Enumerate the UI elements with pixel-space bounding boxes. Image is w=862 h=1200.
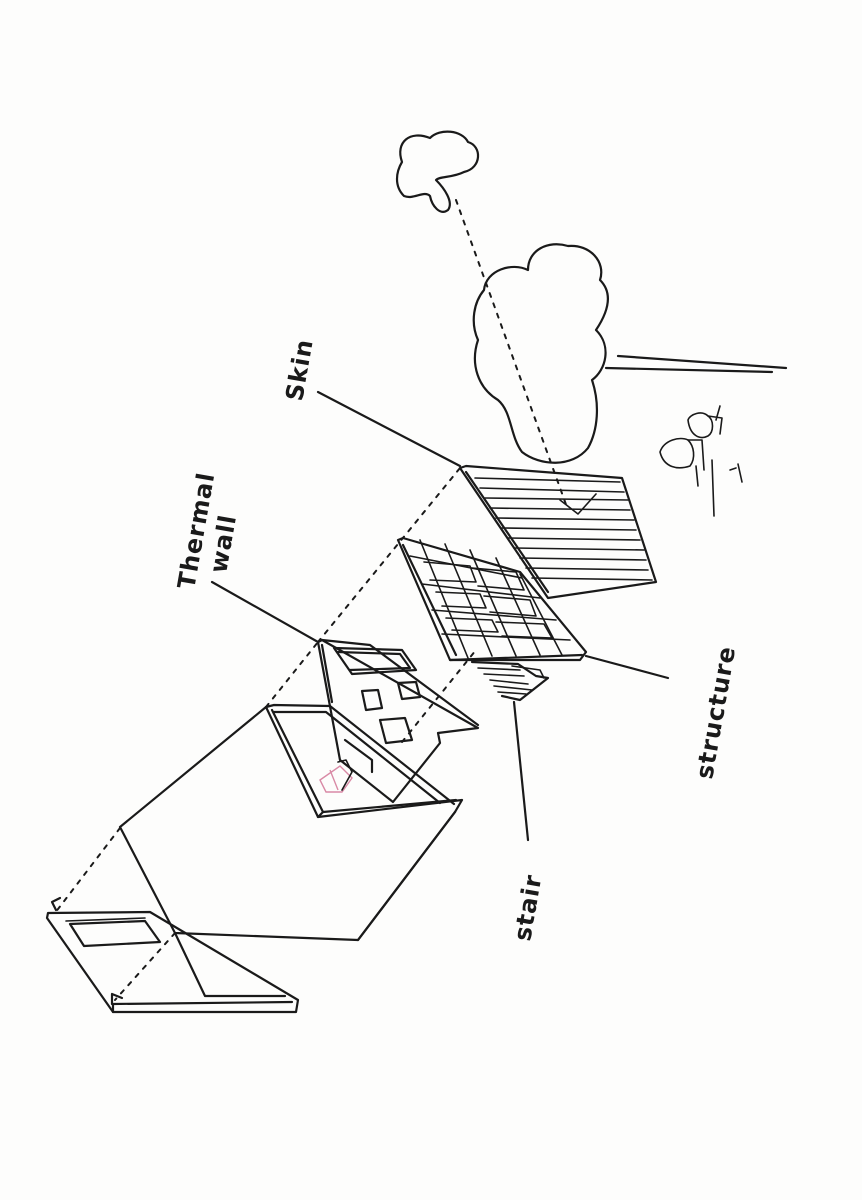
label-skin: Skin [280, 337, 318, 403]
leader-lines [212, 392, 668, 840]
thermal-wall-window-mid [362, 690, 382, 710]
tree [474, 244, 786, 462]
ground-floor-box [120, 705, 462, 996]
label-stair: stair [508, 872, 547, 943]
annotations: Skin Thermal wall structure stair [172, 337, 741, 943]
thermal-wall-panel [318, 640, 478, 802]
label-structure: structure [690, 644, 741, 781]
thermal-wall-window-low [380, 718, 412, 743]
explosion-guides [52, 200, 568, 1004]
structure-grid [398, 538, 586, 660]
people-figures [660, 406, 742, 516]
cloud [397, 132, 478, 212]
skin-panel [460, 466, 656, 598]
slab-opening [70, 921, 160, 946]
stair [472, 662, 548, 700]
